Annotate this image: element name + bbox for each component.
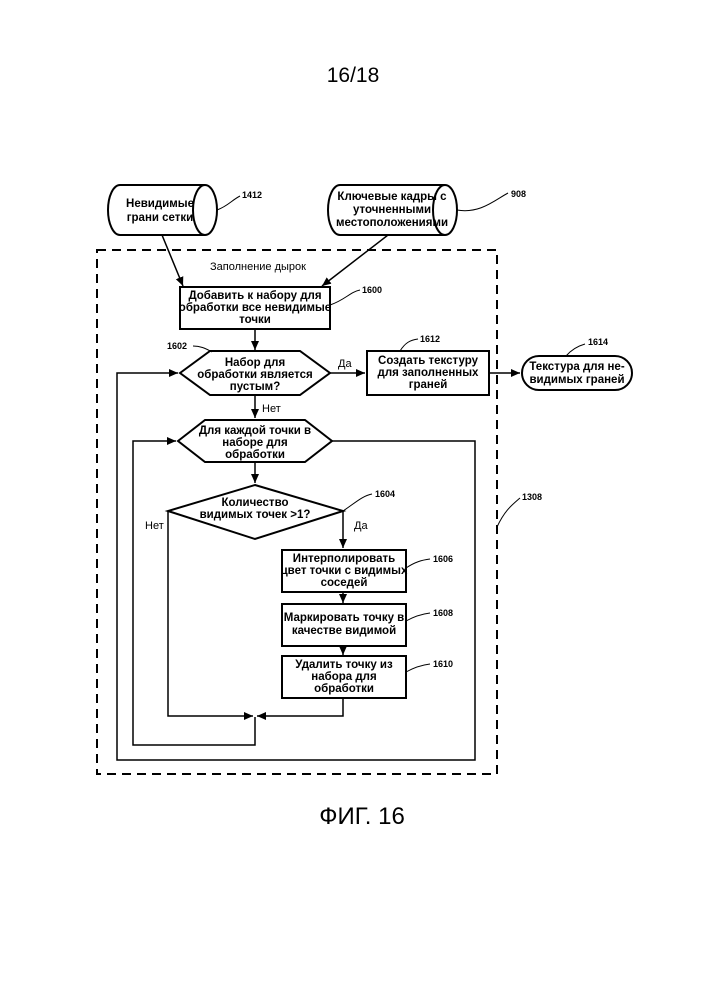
remove-point-line1: Удалить точку из (295, 659, 393, 671)
invisible-faces-input: Невидимые грани сетки (108, 185, 217, 235)
ref-1308: 1308 (522, 492, 542, 502)
arrow-1412-to-1600 (162, 235, 183, 286)
ref-1600: 1600 (362, 285, 382, 295)
keyframes-line3: местоположениями (336, 217, 448, 229)
mark-visible-step: Маркировать точку в качестве видимой (282, 604, 406, 646)
arrow-1604-no (168, 511, 253, 716)
visible-count-line2: видимых точек >1? (200, 509, 311, 521)
for-each-point-loop: Для каждой точки в наборе для обработки (178, 420, 332, 462)
ref-leader-1612 (400, 339, 418, 351)
add-points-line3: точки (239, 314, 271, 326)
interpolate-line3: соседей (321, 577, 368, 589)
ref-leader-1608 (406, 613, 430, 621)
ref-leader-1600 (330, 290, 360, 305)
arrow-908-to-1600 (322, 235, 388, 286)
ref-908: 908 (511, 189, 526, 199)
set-empty-line2: обработки является (197, 369, 313, 381)
ref-1612: 1612 (420, 334, 440, 344)
texture-output-terminator: Текстура для не- видимых граней (522, 356, 632, 390)
ref-leader-1308 (497, 498, 520, 527)
ref-1606: 1606 (433, 554, 453, 564)
interpolate-line1: Интерполировать (293, 553, 395, 565)
ref-1614: 1614 (588, 337, 608, 347)
label-yes-1604: Да (354, 520, 368, 532)
page-number: 16/18 (327, 64, 380, 87)
region-title: Заполнение дырок (210, 261, 306, 273)
ref-leader-1606 (406, 559, 430, 568)
output-texture-line2: видимых граней (529, 374, 624, 386)
invisible-faces-line1: Невидимые (126, 198, 194, 210)
visible-count-decision: Количество видимых точек >1? (168, 485, 343, 539)
ref-leader-1604 (343, 494, 372, 511)
interpolate-line2: цвет точки с видимых (281, 565, 408, 577)
remove-point-step: Удалить точку из набора для обработки (282, 656, 406, 698)
keyframes-line2: уточненными (353, 204, 431, 216)
loop-next-iteration-line (133, 441, 255, 745)
output-texture-line1: Текстура для не- (529, 361, 624, 373)
visible-count-line1: Количество (221, 497, 288, 509)
for-each-line2: наборе для (222, 437, 287, 449)
set-empty-line1: Набор для (225, 357, 285, 369)
label-yes-1602: Да (338, 358, 352, 370)
for-each-line1: Для каждой точки в (199, 425, 311, 437)
remove-point-line2: набора для (311, 671, 376, 683)
ref-1610: 1610 (433, 659, 453, 669)
add-invisible-points-step: Добавить к набору для обработки все неви… (179, 287, 331, 329)
keyframes-input: Ключевые кадры с уточненными местоположе… (328, 185, 457, 235)
create-texture-line2: для заполненных (378, 367, 480, 379)
figure-label: ФИГ. 16 (319, 803, 405, 830)
mark-visible-line1: Маркировать точку в (284, 612, 405, 624)
arrow-1610-to-merge (257, 698, 343, 716)
ref-leader-1610 (406, 664, 430, 672)
ref-1604: 1604 (375, 489, 395, 499)
keyframes-line1: Ключевые кадры с (337, 191, 447, 203)
ref-1602: 1602 (167, 341, 187, 351)
add-points-line2: обработки все невидимые (179, 302, 331, 314)
label-no-1604: Нет (145, 520, 164, 532)
create-texture-line3: граней (409, 379, 448, 391)
set-empty-line3: пустым? (230, 381, 280, 393)
remove-point-line3: обработки (314, 683, 374, 695)
for-each-line3: обработки (225, 449, 285, 461)
mark-visible-line2: качестве видимой (292, 625, 396, 637)
create-texture-step: Создать текстуру для заполненных граней (367, 351, 489, 395)
ref-leader-1412 (217, 196, 240, 210)
set-empty-decision: Набор для обработки является пустым? (180, 351, 330, 395)
add-points-line1: Добавить к набору для (188, 290, 321, 302)
ref-leader-1614 (566, 344, 585, 356)
create-texture-line1: Создать текстуру (378, 355, 479, 367)
invisible-faces-line2: грани сетки (127, 212, 194, 224)
ref-1412: 1412 (242, 190, 262, 200)
interpolate-color-step: Интерполировать цвет точки с видимых сос… (281, 550, 408, 592)
ref-1608: 1608 (433, 608, 453, 618)
ref-leader-908 (457, 193, 508, 211)
label-no-1602: Нет (262, 403, 281, 415)
